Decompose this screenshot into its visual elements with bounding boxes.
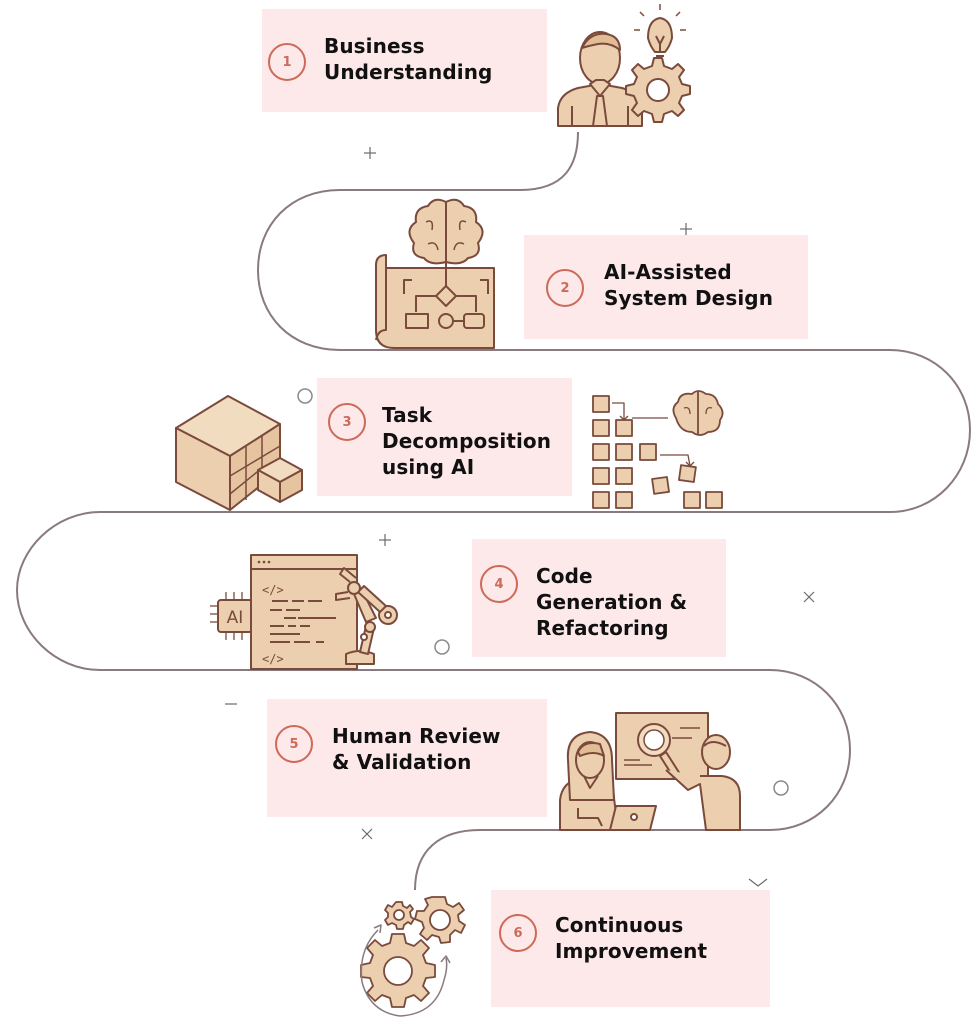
step-badge-3: 3 — [328, 403, 366, 441]
decoration-circle-3 — [773, 780, 789, 796]
step-card-2: 2 AI-Assisted System Design — [524, 235, 808, 339]
decoration-cross-2 — [361, 828, 373, 840]
step-title-line: Decomposition — [382, 429, 552, 453]
svg-text:</>: </> — [262, 652, 284, 666]
step-title-5: Human Review & Validation — [332, 723, 501, 775]
gears-cycle-icon — [360, 896, 466, 1017]
step-title-line: Task — [382, 403, 433, 427]
step-card-1: 1 Business Understanding — [262, 9, 547, 112]
step-title-2: AI-Assisted System Design — [604, 259, 773, 311]
people-review-magnifier-laptop-icon — [559, 712, 741, 831]
step-badge-4: 4 — [480, 565, 518, 603]
step-badge-1: 1 — [268, 43, 306, 81]
svg-text:AI: AI — [227, 608, 244, 628]
roadmap-path — [15, 131, 972, 891]
step-title-line: Generation & — [536, 590, 688, 614]
decoration-chevron-1 — [748, 878, 768, 887]
step-badge-2: 2 — [546, 269, 584, 307]
step-title-line: Understanding — [324, 60, 493, 84]
step-title-6: Continuous Improvement — [555, 912, 707, 964]
decoration-cross-1 — [803, 591, 815, 603]
businessman-lightbulb-gear-icon — [557, 4, 691, 127]
step-title-line: Human Review — [332, 724, 501, 748]
step-title-1: Business Understanding — [324, 33, 492, 85]
step-title-line: Continuous — [555, 913, 684, 937]
decoration-plus-3 — [379, 534, 391, 546]
step-title-line: Business — [324, 34, 425, 58]
decoration-plus-1 — [364, 147, 376, 159]
decoration-circle-1 — [297, 388, 313, 404]
cube-decomposition-icon — [175, 395, 303, 511]
svg-text:</>: </> — [262, 583, 284, 597]
step-card-4: 4 Code Generation & Refactoring — [472, 539, 726, 657]
step-title-line: Refactoring — [536, 616, 669, 640]
step-title-line: & Validation — [332, 750, 472, 774]
step-title-3: Task Decomposition using AI — [382, 402, 551, 480]
blocks-brain-icon — [592, 390, 724, 509]
step-title-line: System Design — [604, 286, 774, 310]
step-title-line: using AI — [382, 455, 475, 479]
brain-blueprint-flowchart-icon — [375, 198, 495, 349]
step-card-6: 6 Continuous Improvement — [491, 890, 770, 1007]
step-card-5: 5 Human Review & Validation — [267, 699, 547, 817]
decoration-plus-2 — [680, 223, 692, 235]
step-title-line: Improvement — [555, 939, 708, 963]
decoration-circle-2 — [434, 639, 450, 655]
step-badge-5: 5 — [275, 725, 313, 763]
step-badge-6: 6 — [499, 914, 537, 952]
step-title-line: Code — [536, 564, 593, 588]
step-title-4: Code Generation & Refactoring — [536, 563, 687, 641]
ai-chip-code-window-robot-arm-icon: AI </> </> — [210, 554, 398, 670]
step-card-3: 3 Task Decomposition using AI — [317, 378, 572, 496]
step-title-line: AI-Assisted — [604, 260, 732, 284]
